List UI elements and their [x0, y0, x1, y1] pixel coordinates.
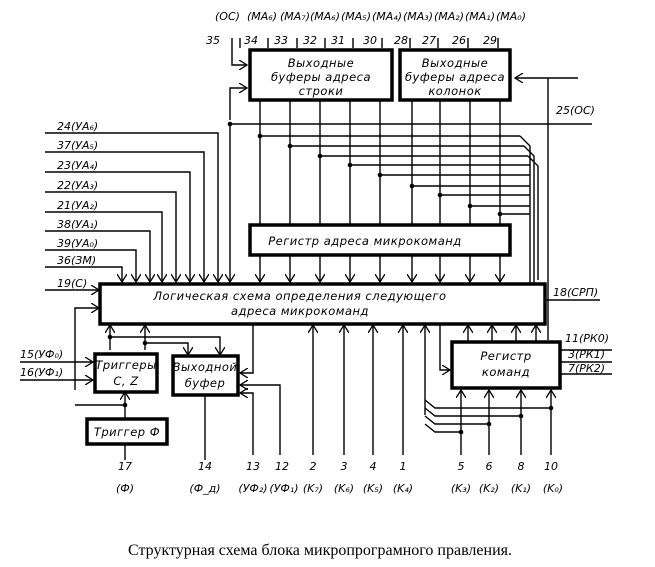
svg-text:Триггер Ф: Триггер Ф [94, 425, 160, 439]
command-register-block: Регистр команд [450, 340, 562, 390]
svg-text:17: 17 [118, 460, 132, 473]
svg-text:(MA₃): (MA₃) [403, 10, 433, 23]
svg-text:буферы адреса: буферы адреса [271, 70, 371, 84]
svg-text:2: 2 [310, 460, 317, 473]
svg-text:5: 5 [458, 460, 465, 473]
svg-text:(MA₇): (MA₇) [280, 10, 310, 23]
svg-text:26: 26 [452, 34, 466, 47]
svg-text:(MA₆): (MA₆) [310, 10, 340, 23]
bottom-inputs-to-logic [313, 325, 425, 455]
svg-text:строки: строки [299, 84, 344, 98]
reg-to-logic [260, 255, 500, 282]
svg-text:10: 10 [544, 460, 558, 473]
svg-text:29: 29 [483, 34, 497, 47]
svg-text:(K₅): (K₅) [363, 482, 383, 495]
svg-text:32: 32 [303, 34, 317, 47]
phi-trigger-block: Триггер Ф [85, 417, 169, 446]
svg-text:(K₆): (K₆) [334, 482, 354, 495]
svg-text:(MA₅): (MA₅) [341, 10, 371, 23]
svg-text:27: 27 [422, 34, 436, 47]
svg-text:(MA₄): (MA₄) [372, 10, 402, 23]
svg-text:33: 33 [274, 34, 288, 47]
junction-dots [227, 121, 503, 217]
svg-text:команд: команд [482, 365, 530, 379]
svg-text:Регистр адреса микрокоманд: Регистр адреса микрокоманд [268, 234, 462, 248]
svg-text:14: 14 [198, 460, 212, 473]
svg-text:Логическая схема определения с: Логическая схема определения следующего [152, 289, 446, 303]
svg-text:Выходные: Выходные [288, 56, 354, 70]
figure-caption: Структурная схема блока микропрограмного… [128, 542, 512, 559]
svg-text:Выходные: Выходные [422, 56, 488, 70]
svg-text:(MA₀): (MA₀) [496, 10, 526, 23]
svg-text:36(ЗМ): 36(ЗМ) [57, 254, 96, 267]
svg-text:(Ф_д): (Ф_д) [189, 482, 220, 495]
svg-text:30: 30 [363, 34, 377, 47]
svg-text:(K₇): (K₇) [303, 482, 323, 495]
svg-text:буферы адреса: буферы адреса [405, 70, 505, 84]
bottom-pin-labels: 17 14 13 12 2 3 4 1 5 6 8 10 (Ф) (Ф_д) (… [116, 460, 563, 495]
svg-text:(K₃): (K₃) [451, 482, 471, 495]
svg-text:19(С): 19(С) [57, 277, 87, 290]
left-input-lines [45, 132, 218, 390]
left-pin-labels: 24(УА₆) 37(УА₅) 23(УА₄) 22(УА₃) 21(УА₂) … [20, 120, 98, 379]
svg-text:39(УА₀): 39(УА₀) [57, 237, 98, 250]
svg-text:(УФ₁): (УФ₁) [269, 482, 298, 495]
svg-text:34: 34 [244, 34, 258, 47]
svg-text:38(УА₁): 38(УА₁) [57, 218, 98, 231]
right-pin-labels: 25(ОС) 18(СРП) 11(РК0) 3(РК1) 7(РК2) [553, 104, 609, 375]
svg-text:4: 4 [370, 460, 377, 473]
wires [20, 38, 612, 460]
svg-text:(MA₆): (MA₆) [247, 10, 277, 23]
svg-text:15(УФ₀): 15(УФ₀) [20, 348, 63, 361]
svg-text:Триггеры: Триггеры [95, 358, 156, 372]
svg-text:16(УФ₁): 16(УФ₁) [20, 366, 63, 379]
top-pin-stubs [239, 38, 499, 48]
svg-text:(MA₂): (MA₂) [434, 10, 464, 23]
microcommand-address-register-block: Регистр адреса микрокоманд [248, 223, 512, 257]
svg-text:(ОС): (ОС) [215, 10, 240, 23]
svg-text:(УФ₂): (УФ₂) [238, 482, 267, 495]
svg-text:(MA₁): (MA₁) [465, 10, 495, 23]
svg-text:C, Z: C, Z [113, 374, 139, 388]
svg-text:адреса микрокоманд: адреса микрокоманд [231, 304, 369, 318]
top-pin-labels: (ОС) (MA₆) (MA₇) (MA₆) (MA₅) (MA₄) (MA₃)… [206, 10, 526, 47]
svg-text:31: 31 [331, 34, 345, 47]
svg-text:18(СРП): 18(СРП) [553, 286, 598, 299]
flag-triggers-block: Триггеры C, Z [93, 352, 159, 394]
svg-text:Регистр: Регистр [480, 349, 531, 363]
next-address-logic-block: Логическая схема определения следующего … [98, 282, 547, 326]
svg-text:11(РК0): 11(РК0) [565, 332, 609, 345]
column-address-buffers-block: Выходные буферы адреса колонок [398, 48, 512, 102]
svg-text:25(ОС): 25(ОС) [556, 104, 595, 117]
svg-text:буфер: буфер [185, 376, 226, 390]
lower-left-wires [20, 325, 281, 460]
svg-text:3(РК1): 3(РК1) [568, 348, 605, 361]
svg-text:(K₂): (K₂) [479, 482, 499, 495]
svg-text:3: 3 [341, 460, 348, 473]
svg-text:6: 6 [486, 460, 493, 473]
svg-text:колонок: колонок [428, 84, 481, 98]
svg-text:(K₄): (K₄) [393, 482, 413, 495]
k-inputs [424, 390, 553, 455]
svg-text:(Ф): (Ф) [116, 482, 134, 495]
svg-text:21(УА₂): 21(УА₂) [57, 199, 98, 212]
svg-text:(K₁): (K₁) [511, 482, 531, 495]
svg-text:13: 13 [246, 460, 260, 473]
svg-text:35: 35 [206, 34, 220, 47]
svg-text:(K₀): (K₀) [543, 482, 563, 495]
output-buffer-block: Выходной буфер [171, 354, 240, 397]
svg-text:22(УА₃): 22(УА₃) [57, 179, 98, 192]
svg-text:24(УА₆): 24(УА₆) [57, 120, 98, 133]
svg-text:7(РК2): 7(РК2) [568, 362, 605, 375]
svg-text:23(УА₄): 23(УА₄) [57, 159, 98, 172]
svg-text:12: 12 [275, 460, 289, 473]
svg-text:37(УА₅): 37(УА₅) [57, 139, 98, 152]
row-address-buffers-block: Выходные буферы адреса строки [248, 48, 394, 102]
svg-text:8: 8 [518, 460, 525, 473]
svg-text:Выходной: Выходной [173, 360, 238, 374]
svg-text:1: 1 [400, 460, 407, 473]
svg-text:28: 28 [394, 34, 408, 47]
